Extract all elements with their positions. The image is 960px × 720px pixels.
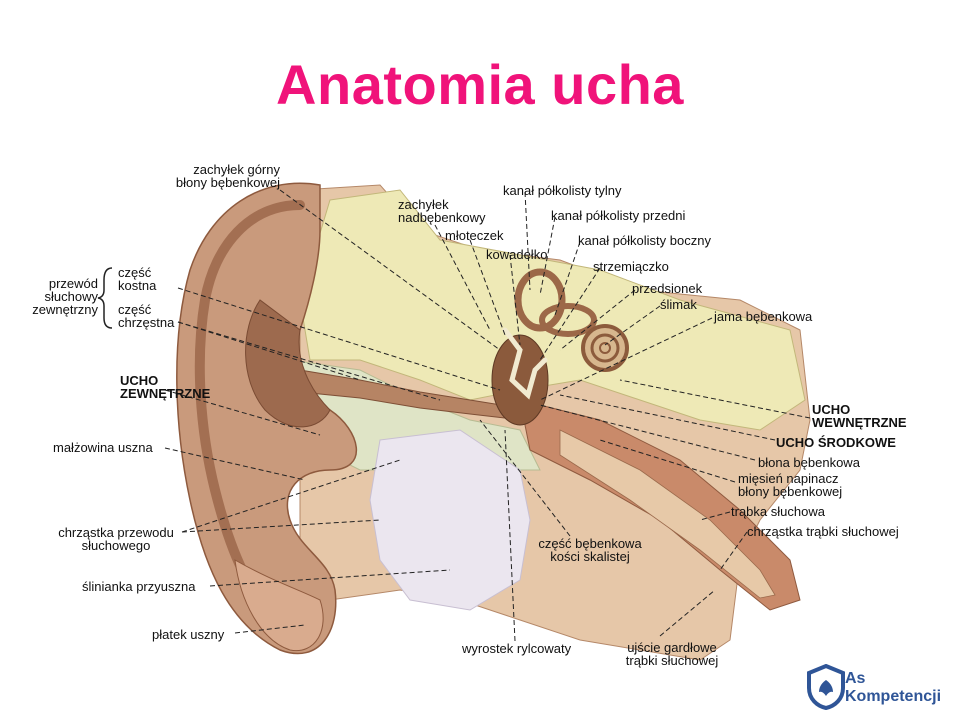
page-title: Anatomia ucha	[276, 53, 684, 116]
label-posterior-canal: kanał półkolisty tylny	[503, 183, 622, 198]
label-styloid: wyrostek rylcowaty	[462, 641, 572, 656]
label-tympanic-part: część bębenkowa kości skalistej	[538, 536, 642, 564]
label-bony-part: część kostna	[118, 265, 157, 293]
label-lateral-canal: kanał półkolisty boczny	[578, 233, 711, 248]
tympanic-cavity	[491, 334, 549, 426]
semicircular-canal-lateral	[539, 303, 597, 337]
cochlea-outer	[581, 324, 629, 372]
label-middle-ear: UCHO ŚRODKOWE	[776, 435, 896, 450]
logo-line-2: Kompetencji	[845, 688, 942, 705]
label-outer-ear: UCHO ZEWNĘTRZNE	[120, 373, 211, 401]
label-canal-cartilage: chrząstka przewodu słuchowego	[58, 525, 174, 553]
label-vestibule: przedsionek	[632, 281, 703, 296]
label-external-canal: przewód słuchowy zewnętrzny	[32, 276, 98, 317]
eustachian-tube-inner	[559, 429, 776, 599]
label-epitympanic-recess: zachyłek nadbębenkowy	[398, 197, 486, 225]
label-cochlea: ślimak	[660, 297, 697, 312]
label-pharyngeal-opening: ujście gardłowe trąbki słuchowej	[625, 640, 719, 668]
label-eardrum: błona bębenkowa	[758, 455, 860, 470]
concha	[245, 299, 331, 428]
label-tympanic-cavity: jama bębenkowa	[714, 309, 813, 324]
label-eustachian-tube: trąbka słuchowa	[731, 504, 825, 519]
ossicles	[502, 327, 548, 400]
label-malleus: młoteczek	[445, 228, 504, 243]
label-auricle: małżowina uszna	[53, 440, 153, 455]
label-tensor-muscle: mięsień napinacz błony bębenkowej	[738, 471, 843, 499]
logo: As Kompetencji	[805, 664, 955, 714]
logo-line-1: As	[845, 670, 866, 687]
label-stapes: strzemiączko	[593, 259, 669, 274]
label-cartilaginous-part: część chrzęstna	[118, 302, 175, 330]
cochlea-mid	[590, 333, 620, 363]
earlobe	[234, 559, 324, 652]
label-upper-recess: zachyłek górny błony bębenkowej	[175, 162, 280, 190]
label-parotid: ślinianka przyuszna	[82, 579, 196, 594]
pointer-lines	[164, 189, 811, 642]
parotid-gland	[369, 429, 531, 611]
label-anterior-canal: kanał półkolisty przedni	[551, 208, 686, 223]
label-earlobe: płatek uszny	[152, 627, 225, 642]
ear-canal-brace	[97, 267, 113, 329]
cochlea-inner	[599, 342, 611, 354]
label-tube-cartilage: chrząstka trąbki słuchowej	[747, 524, 899, 539]
label-inner-ear: UCHO WEWNĘTRZNE	[812, 402, 907, 430]
logo-shield-icon	[807, 664, 845, 710]
label-incus: kowadełko	[486, 247, 548, 262]
semicircular-canal-posterior	[514, 268, 566, 332]
